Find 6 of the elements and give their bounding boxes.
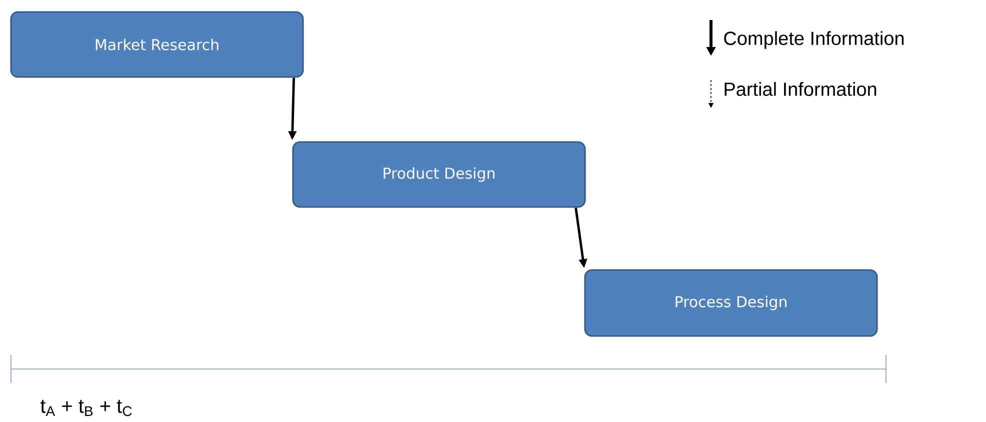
process-box: Product Design (292, 141, 586, 208)
legend-text: Complete Information (724, 31, 904, 49)
time-label: t$_{A}$ + t$_{B}$ + t$_{C}$ (40, 400, 132, 416)
process-box: Process Design (584, 269, 878, 337)
legend-text: Partial Information (724, 82, 876, 96)
process-box: Market Research (10, 11, 304, 78)
